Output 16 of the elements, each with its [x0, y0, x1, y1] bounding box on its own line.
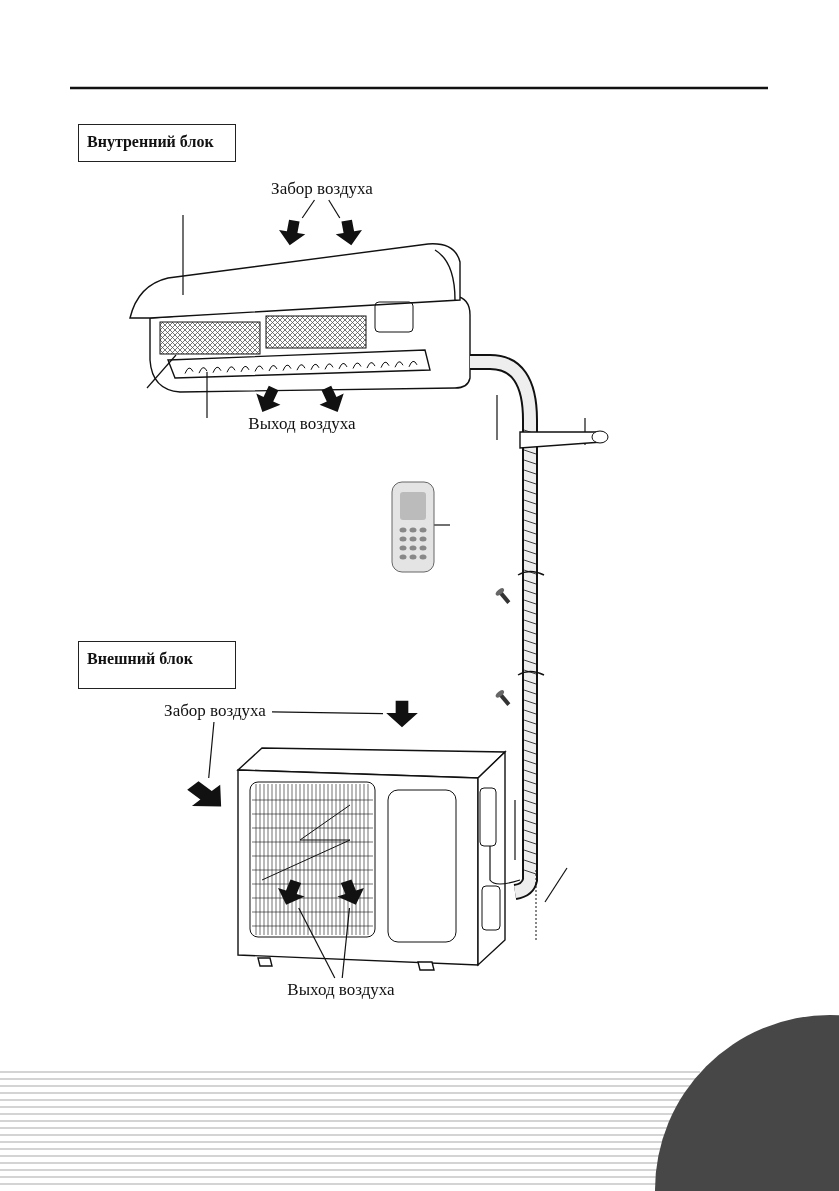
leader-line [208, 721, 215, 779]
leader-line [298, 907, 336, 979]
airflow-arrow [276, 218, 308, 248]
airflow-label: Забор воздуха [262, 178, 382, 200]
section-title-box [78, 124, 236, 162]
airflow-label: Выход воздуха [276, 978, 406, 1002]
leader-line [271, 711, 384, 715]
leader-line [341, 907, 351, 979]
airflow-arrow [333, 218, 365, 248]
section-title: Внутренний блок [87, 133, 214, 151]
caption-text: Выход воздуха [247, 414, 357, 434]
section-title: Внешний блок [87, 650, 193, 668]
leader-line [301, 199, 316, 219]
airflow-label: Забор воздуха [158, 700, 272, 722]
leader-line [328, 199, 341, 219]
section-title-box [78, 641, 236, 689]
